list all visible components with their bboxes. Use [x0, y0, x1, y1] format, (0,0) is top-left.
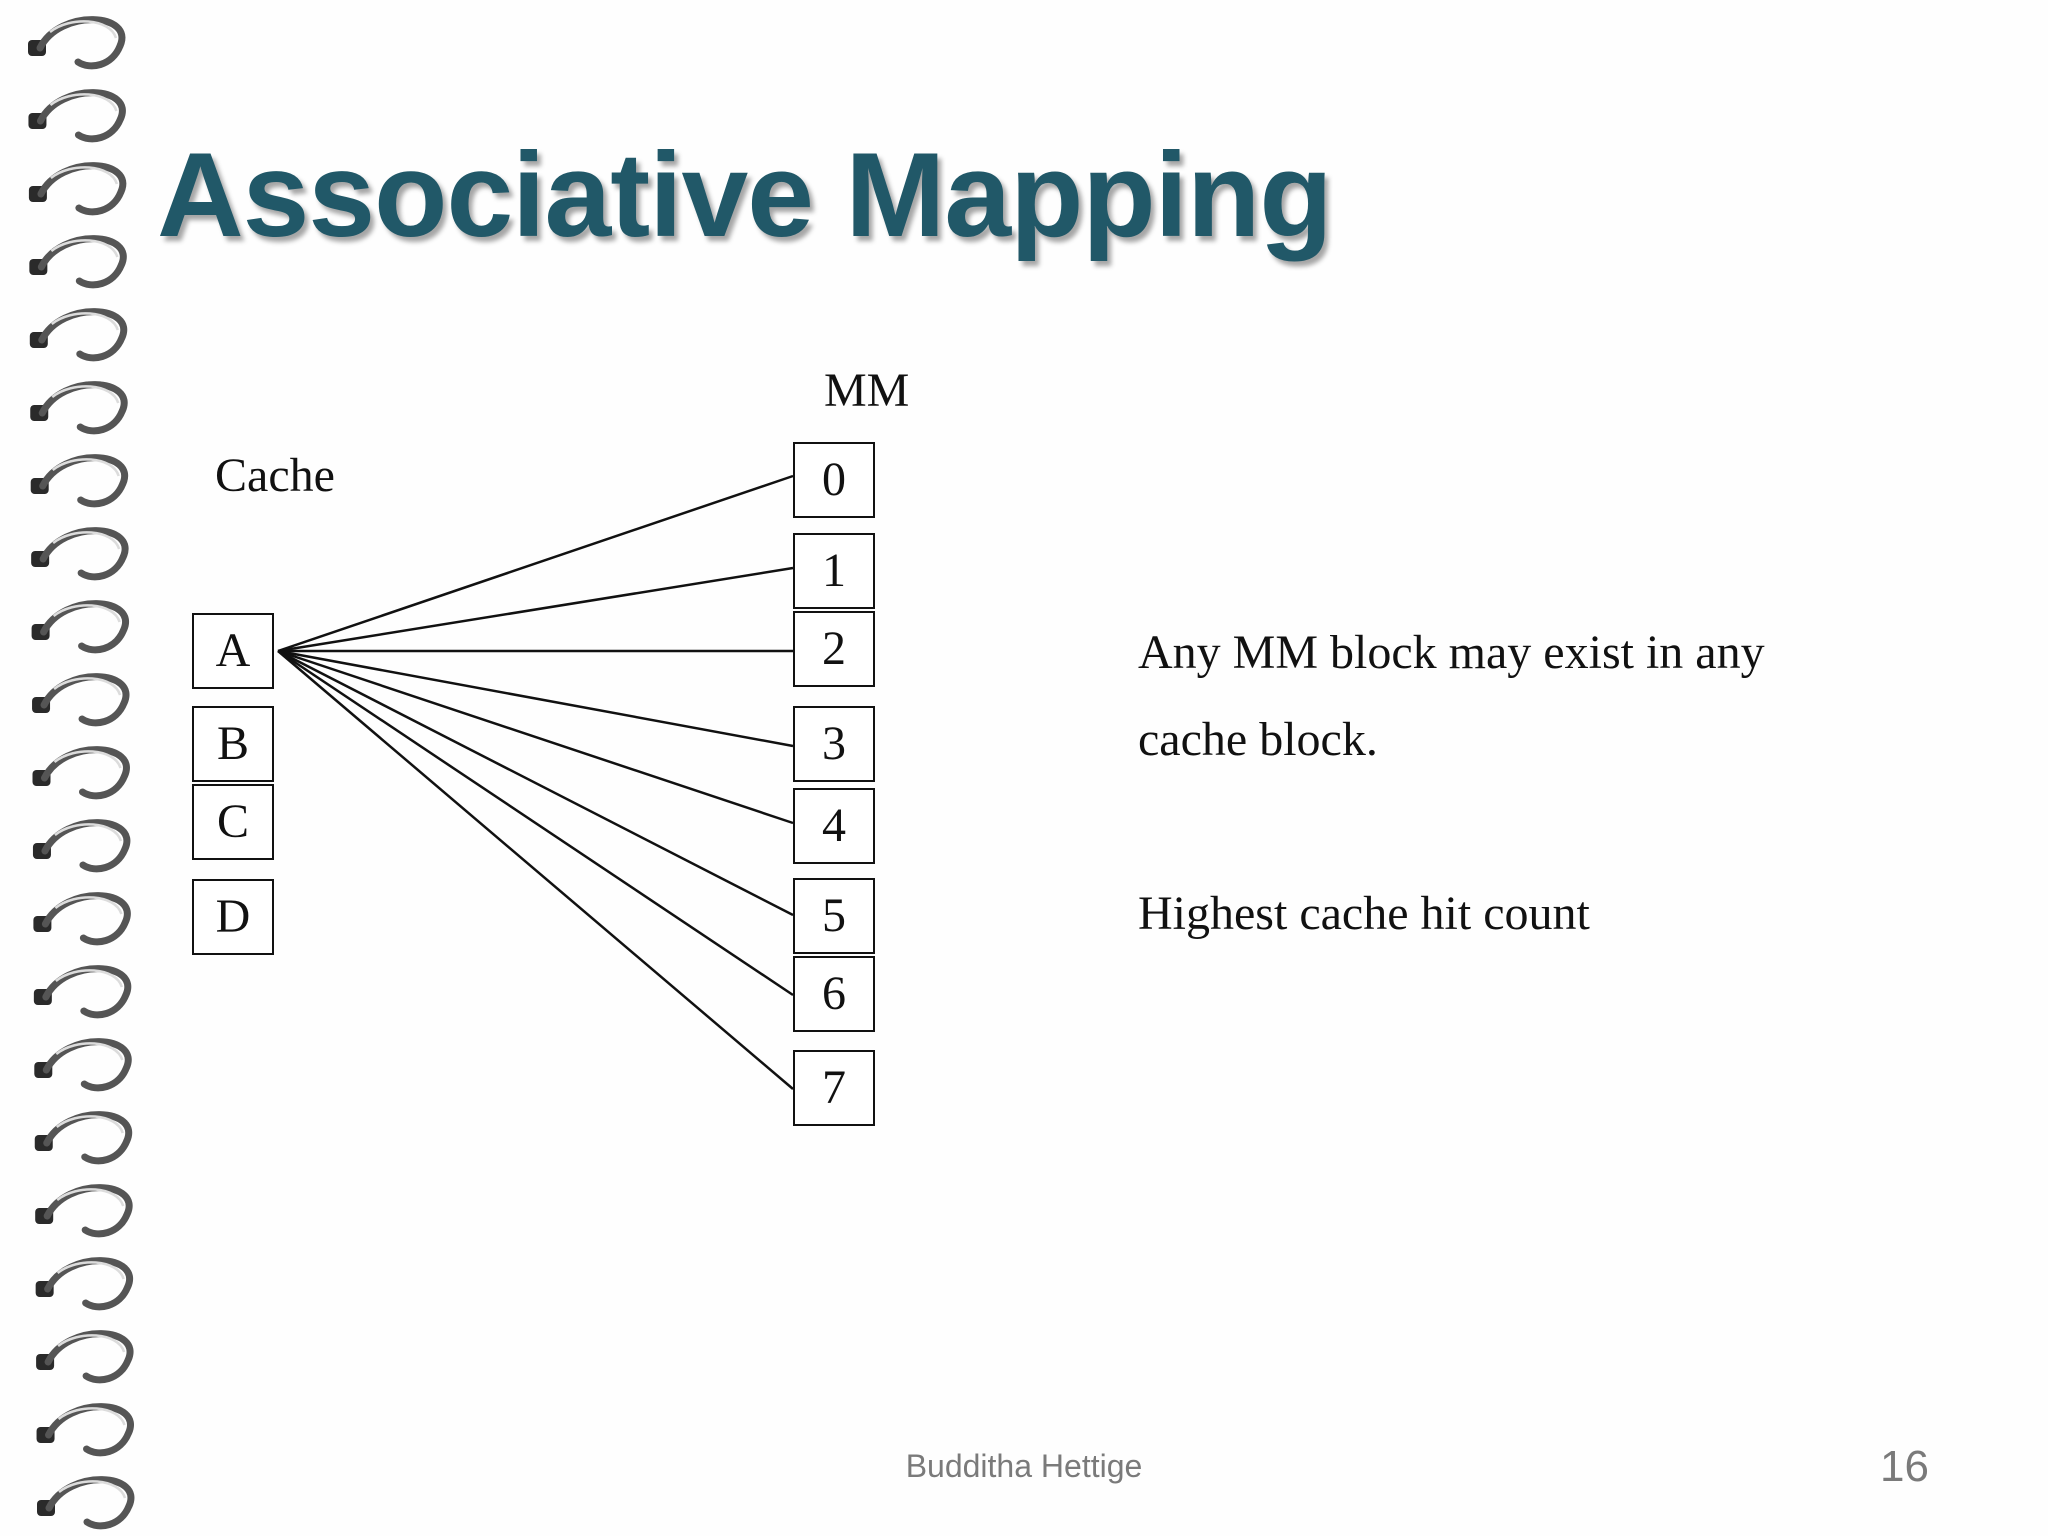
note-line-2: cache block.	[1138, 713, 1378, 766]
cache-block-c: C	[192, 784, 274, 860]
connector-a-to-5	[277, 649, 794, 917]
mm-block-0: 0	[793, 442, 875, 518]
binding-ring	[36, 89, 126, 143]
connector-a-to-7	[277, 650, 794, 1090]
binding-ring-highlight	[58, 1480, 127, 1499]
binding-ring-highlight	[51, 385, 120, 404]
binding-ring	[38, 381, 128, 435]
binding-ring-highlight	[55, 1115, 124, 1134]
mm-block-5: 5	[793, 878, 875, 954]
binding-ring	[45, 1476, 135, 1530]
binding-ring	[40, 600, 129, 654]
binding-ring-highlight	[49, 20, 118, 39]
binding-ring	[43, 1111, 133, 1165]
mm-block-4: 4	[793, 788, 875, 864]
mm-label: MM	[824, 364, 910, 417]
cache-block-a: A	[192, 613, 274, 689]
binding-ring-highlight	[57, 1334, 126, 1353]
note-line-1: Any MM block may exist in any	[1138, 626, 1765, 679]
mm-block-2: 2	[793, 611, 875, 687]
connector-a-to-3	[277, 649, 794, 748]
binding-ring-highlight	[50, 166, 119, 185]
binding-ring	[41, 892, 131, 946]
binding-ring-highlight	[49, 93, 118, 112]
footer-author: Budditha Hettige	[905, 1448, 1143, 1484]
binding-ring-highlight	[54, 896, 123, 915]
cache-label: Cache	[215, 449, 335, 502]
binding-ring	[42, 965, 132, 1019]
binding-ring	[37, 162, 127, 216]
binding-ring	[43, 1184, 133, 1238]
binding-ring	[41, 819, 131, 873]
connector-a-to-6	[277, 649, 794, 997]
connector-a-to-4	[277, 649, 794, 825]
connector-a-to-0	[277, 474, 794, 653]
binding-ring-highlight	[55, 1042, 124, 1061]
slide-title: Associative Mapping	[157, 128, 1333, 262]
binding-ring-highlight	[51, 312, 119, 331]
binding-ring-highlight	[56, 1188, 125, 1207]
mm-block-1: 1	[793, 533, 875, 609]
cache-block-b: B	[192, 706, 274, 782]
binding-ring-highlight	[53, 750, 122, 769]
binding-ring	[37, 235, 127, 289]
binding-ring	[42, 1038, 132, 1092]
binding-ring	[38, 308, 128, 362]
binding-ring	[39, 527, 129, 581]
binding-ring-highlight	[53, 677, 122, 696]
connector-a-to-1	[277, 566, 794, 653]
binding-ring-highlight	[55, 969, 124, 988]
binding-ring	[41, 746, 130, 800]
mm-block-3: 3	[793, 706, 875, 782]
binding-ring-highlight	[50, 239, 119, 258]
binding-ring	[44, 1330, 134, 1384]
binding-ring-highlight	[51, 458, 120, 477]
binding-ring	[40, 673, 130, 727]
binding-ring-highlight	[56, 1261, 125, 1280]
binding-ring-highlight	[52, 531, 121, 550]
binding-ring	[36, 16, 126, 70]
note-line-3: Highest cache hit count	[1138, 887, 1590, 940]
page-number: 16	[1880, 1442, 1929, 1491]
binding-ring	[44, 1257, 134, 1311]
spiral-binding	[28, 16, 135, 1530]
binding-ring	[45, 1403, 134, 1457]
mm-block-6: 6	[793, 956, 875, 1032]
binding-ring-highlight	[52, 604, 121, 623]
mm-block-7: 7	[793, 1050, 875, 1126]
binding-ring	[39, 454, 129, 508]
binding-ring-highlight	[54, 823, 123, 842]
binding-ring-highlight	[57, 1407, 126, 1426]
cache-block-d: D	[192, 879, 274, 955]
